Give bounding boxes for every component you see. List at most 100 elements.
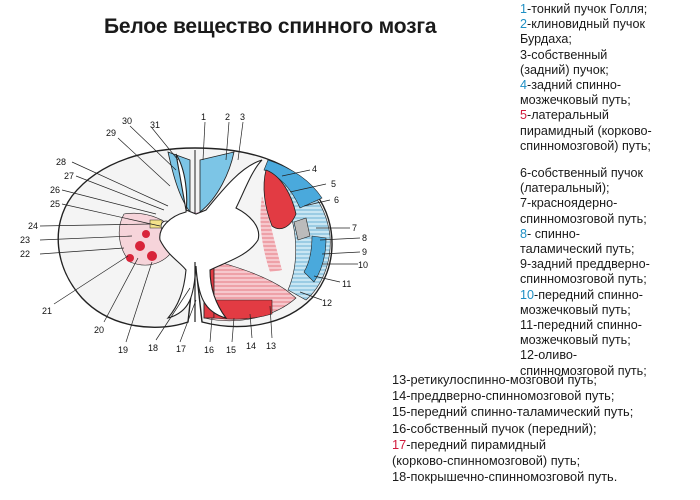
svg-text:18: 18	[148, 343, 158, 353]
tract-proper-lateral	[260, 196, 282, 272]
svg-text:19: 19	[118, 345, 128, 355]
legend-number: 13	[392, 372, 407, 387]
legend-item-9: 9-задний преддверно-	[520, 257, 652, 272]
legend-item-18: 18-покрышечно-спинномозговой путь.	[392, 469, 633, 485]
legend-item-2: 2-клиновидный пучок	[520, 17, 652, 32]
legend-item-10-line-1: мозжечковый путь;	[520, 303, 652, 318]
legend-text: -красноядерно-	[527, 196, 618, 211]
svg-text:24: 24	[28, 221, 38, 231]
legend-item-17: 17-передний пирамидный	[392, 437, 633, 453]
legend-text: -латеральный	[527, 108, 609, 123]
legend-text: -покрышечно-спинномозговой путь.	[406, 469, 618, 485]
legend-text: -преддверно-спинномозговой путь;	[406, 388, 615, 404]
legend-item-13: 13-ретикулоспинно-мозговой путь;	[392, 372, 633, 388]
legend-text: -ретикулоспинно-мозговой путь;	[406, 372, 597, 387]
svg-text:2: 2	[225, 112, 230, 122]
legend-number: 6	[520, 166, 528, 181]
legend-item-11: 11-передний спинно-	[520, 318, 652, 333]
legend-item-2-line-1: Бурдаха;	[520, 32, 652, 47]
legend-number: 1	[520, 2, 528, 16]
svg-text:17: 17	[176, 344, 186, 354]
legend-number: 9	[520, 257, 528, 272]
legend-number: 12	[520, 348, 535, 363]
legend-item-12-line-1: спинномозговой путь;	[520, 364, 652, 379]
legend-text: - спинно-	[527, 226, 580, 241]
tract-dot-c	[126, 254, 134, 262]
svg-text:22: 22	[20, 249, 30, 259]
legend-item-1: 1-тонкий пучок Голля;	[520, 2, 652, 17]
svg-text:28: 28	[56, 157, 66, 167]
legend-number: 3	[520, 47, 528, 62]
grey-matter	[159, 153, 263, 319]
legend-text: -передний спинно-таламический путь;	[406, 404, 634, 420]
legend-text: мозжечковый путь;	[520, 333, 631, 348]
svg-text:1: 1	[201, 112, 206, 122]
legend-number: 18	[392, 469, 407, 485]
legend-text: -передний спинно-	[534, 287, 643, 302]
legend-text: спинномозговой путь;	[520, 211, 647, 226]
svg-text:29: 29	[106, 128, 116, 138]
legend-item-10: 10-передний спинно-	[520, 288, 652, 303]
svg-text:20: 20	[94, 325, 104, 335]
legend-number: 15	[392, 404, 407, 420]
legend-text: -собственный	[527, 47, 608, 62]
legend-number: 8	[520, 226, 528, 241]
tract-lateral-pyramidal	[263, 169, 297, 230]
legend-text: -задний спинно-	[527, 78, 622, 93]
legend-text: -оливо-	[534, 348, 578, 363]
legend-text: (латеральный);	[520, 181, 610, 196]
legend-item-11-line-1: мозжечковый путь;	[520, 333, 652, 348]
tract-burdach	[199, 151, 235, 213]
svg-text:15: 15	[226, 345, 236, 355]
legend-number: 14	[392, 388, 407, 404]
svg-text:8: 8	[362, 233, 367, 243]
tract-dot-d	[142, 230, 150, 238]
svg-text:3: 3	[240, 112, 245, 122]
legend-text: -передний спинно-	[533, 318, 642, 333]
legend-number: 5	[520, 108, 528, 123]
diagram-labels	[39, 121, 361, 343]
svg-text:27: 27	[64, 171, 74, 181]
legend-text: -собственный пучок	[527, 166, 644, 181]
svg-text:21: 21	[42, 306, 52, 316]
svg-text:9: 9	[362, 247, 367, 257]
svg-text:4: 4	[312, 164, 317, 174]
legend-item-7: 7-красноядерно-	[520, 196, 652, 211]
legend-text: мозжечковый путь;	[520, 302, 631, 317]
legend-text: -передний пирамидный	[406, 436, 547, 452]
tract-dot-b	[147, 251, 157, 261]
legend-number: 17	[392, 436, 407, 452]
legend-item-8: 8- спинно-	[520, 227, 652, 242]
legend-item-9-line-1: спинномозговой путь;	[520, 272, 652, 287]
legend-text: спинномозговой путь;	[520, 272, 647, 287]
spinal-cord-diagram: 1 2 3 4 5 6 7 8 9 10 11 12 13 14 15 16 1…	[20, 112, 368, 355]
legend-text: -клиновидный пучок	[527, 17, 646, 32]
svg-text:31: 31	[150, 120, 160, 130]
legend-text: таламический путь;	[520, 242, 635, 257]
legend-item-16: 16-собственный пучок (передний);	[392, 421, 633, 437]
svg-text:10: 10	[358, 260, 368, 270]
legend-text: пирамидный (корково-	[520, 123, 652, 138]
svg-text:7: 7	[352, 223, 357, 233]
svg-text:5: 5	[331, 179, 336, 189]
svg-text:25: 25	[50, 199, 60, 209]
legend-text: мозжечковый путь;	[520, 93, 631, 108]
svg-text:14: 14	[246, 341, 256, 351]
legend-item-6-line-1: (латеральный);	[520, 181, 652, 196]
legend-item-12: 12-оливо-	[520, 348, 652, 363]
legend-item-5-line-2: спинномозговой) путь;	[520, 139, 652, 154]
legend-item-4: 4-задний спинно-	[520, 78, 652, 93]
legend-number: 7	[520, 196, 528, 211]
svg-text:11: 11	[342, 279, 351, 289]
legend-number: 16	[392, 420, 407, 436]
legend-text: (задний) пучок;	[520, 62, 609, 77]
legend-item-4-line-1: мозжечковый путь;	[520, 93, 652, 108]
legend-number: 10	[520, 287, 535, 302]
svg-text:26: 26	[50, 185, 60, 195]
legend-right: 1-тонкий пучок Голля;2-клиновидный пучок…	[520, 2, 652, 379]
legend-item-3: 3-собственный	[520, 48, 652, 63]
diagram-label-text: 1 2 3 4 5 6 7 8 9 10 11 12 13 14 15 16 1…	[20, 112, 368, 355]
legend-bottom: 13-ретикулоспинно-мозговой путь;14-предд…	[392, 372, 633, 485]
legend-item-17-line-1: (корково-спинномозговой) путь;	[392, 453, 633, 469]
tract-anterior-red-band	[213, 299, 273, 320]
